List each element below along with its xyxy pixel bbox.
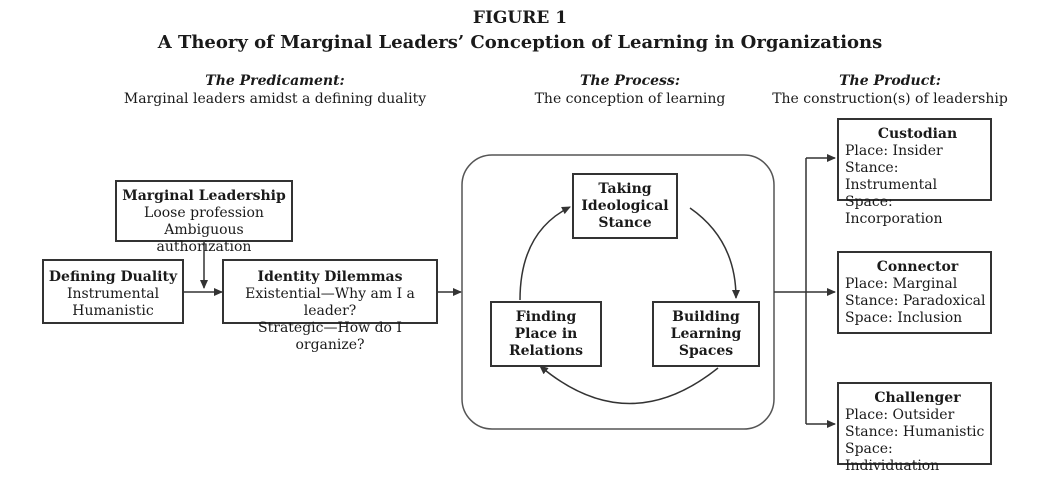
identity-dilemmas-title: Identity Dilemmas (257, 269, 403, 285)
phase-process: The Process: The conception of learning (500, 72, 760, 108)
custodian-stance: Stance: Instrumental (845, 160, 938, 193)
phase-product-subtitle: The construction(s) of leadership (772, 91, 1008, 107)
phase-predicament: The Predicament: Marginal leaders amidst… (110, 72, 440, 108)
identity-dilemmas-line2: Strategic—How do I organize? (258, 320, 402, 353)
connector-title: Connector (876, 259, 959, 275)
figure-label: FIGURE 1 (472, 8, 568, 28)
building-spaces-box: Building Learning Spaces (652, 301, 760, 367)
defining-duality-box: Defining Duality Instrumental Humanistic (42, 259, 184, 324)
taking-stance-line2: Ideological (581, 198, 669, 214)
challenger-space: Space: Individuation (845, 441, 940, 474)
marginal-leadership-box: Marginal Leadership Loose profession Amb… (115, 180, 293, 255)
taking-stance-line1: Taking (598, 181, 652, 197)
identity-dilemmas-line1: Existential—Why am I a leader? (245, 286, 415, 319)
finding-place-line1: Finding (515, 309, 577, 325)
marginal-leadership-line2: Ambiguous authorization (156, 222, 252, 255)
finding-place-line2: Place in (514, 326, 578, 342)
challenger-place: Place: Outsider (845, 407, 955, 423)
custodian-place: Place: Insider (845, 143, 943, 159)
defining-duality-line1: Instrumental (66, 286, 160, 302)
connector-space: Space: Inclusion (845, 310, 963, 326)
building-spaces-line1: Building (672, 309, 740, 325)
phase-predicament-heading: The Predicament: (205, 73, 345, 89)
phase-product-heading: The Product: (839, 73, 941, 89)
marginal-leadership-line1: Loose profession (144, 205, 264, 221)
challenger-title: Challenger (874, 390, 961, 406)
taking-stance-line3: Stance (598, 215, 652, 231)
custodian-box: Custodian Place: Insider Stance: Instrum… (837, 118, 992, 227)
cycle-arc-building-to-finding (539, 365, 719, 405)
taking-stance-box: Taking Ideological Stance (572, 173, 678, 239)
connector-place: Place: Marginal (845, 276, 958, 292)
marginal-leadership-title: Marginal Leadership (122, 188, 286, 204)
defining-duality-line2: Humanistic (72, 303, 154, 319)
building-spaces-line2: Learning (670, 326, 742, 342)
finding-place-line3: Relations (508, 343, 584, 359)
custodian-title: Custodian (877, 126, 958, 142)
cycle-arc-stance-to-building (689, 207, 740, 299)
building-spaces-line3: Spaces (678, 343, 734, 359)
connector-stance: Stance: Paradoxical (845, 293, 986, 309)
phase-process-heading: The Process: (580, 73, 680, 89)
phase-process-subtitle: The conception of learning (534, 91, 726, 107)
connector-box: Connector Place: Marginal Stance: Parado… (837, 251, 992, 334)
challenger-box: Challenger Place: Outsider Stance: Human… (837, 382, 992, 474)
finding-place-box: Finding Place in Relations (490, 301, 602, 367)
custodian-space: Space: Incorporation (845, 194, 943, 227)
challenger-stance: Stance: Humanistic (845, 424, 985, 440)
defining-duality-title: Defining Duality (48, 269, 178, 285)
figure-title: A Theory of Marginal Leaders’ Conception… (157, 32, 883, 53)
identity-dilemmas-box: Identity Dilemmas Existential—Why am I a… (222, 259, 438, 353)
phase-predicament-subtitle: Marginal leaders amidst a defining duali… (123, 91, 427, 107)
cycle-arc-finding-to-stance (519, 206, 571, 301)
phase-product: The Product: The construction(s) of lead… (760, 72, 1020, 108)
